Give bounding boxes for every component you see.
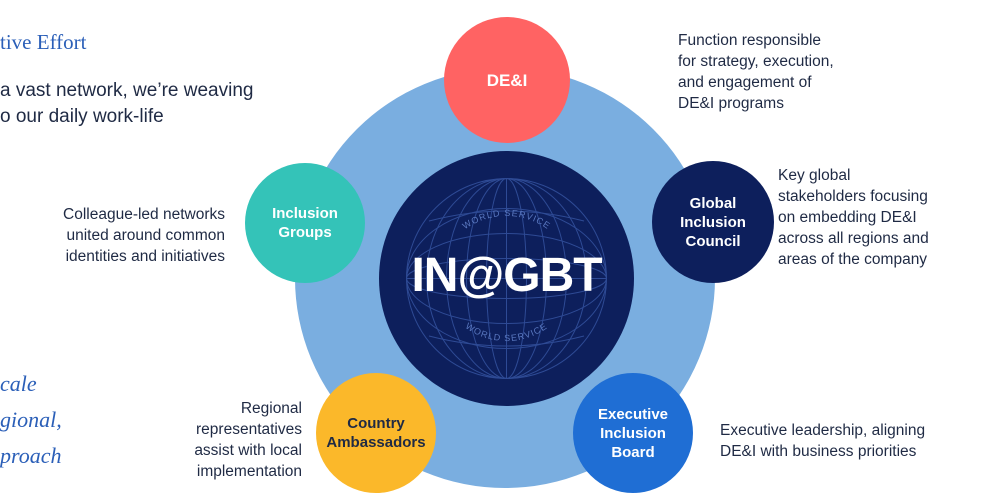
node-executive-inclusion-board: Executive Inclusion Board bbox=[573, 373, 693, 493]
node-label: Inclusion bbox=[272, 205, 338, 222]
node-dei: DE&I bbox=[444, 17, 570, 143]
description-line: Key global bbox=[778, 167, 851, 184]
description-global-inclusion-council: Key global stakeholders focusing on embe… bbox=[778, 165, 929, 270]
node-label: Inclusion bbox=[600, 424, 666, 442]
node-label: Inclusion bbox=[680, 213, 746, 231]
description-line: DE&I with business priorities bbox=[720, 443, 917, 460]
description-line: DE&I programs bbox=[678, 95, 784, 112]
node-label: Country bbox=[347, 415, 405, 432]
intro-text: a vast network, we’re weaving o our dail… bbox=[0, 78, 330, 130]
node-inclusion-groups: Inclusion Groups bbox=[245, 163, 365, 283]
description-line: for strategy, execution, bbox=[678, 53, 834, 70]
description-line: stakeholders focusing bbox=[778, 188, 928, 205]
description-executive-inclusion-board: Executive leadership, aligning DE&I with… bbox=[720, 420, 925, 462]
intro-line: a vast network, we’re weaving bbox=[0, 80, 254, 101]
hub-circle: WORLD SERVICE WORLD SERVICE IN@GBT bbox=[379, 151, 634, 406]
node-global-inclusion-council: Global Inclusion Council bbox=[652, 161, 774, 283]
description-line: united around common bbox=[66, 227, 225, 244]
quote-line: cale bbox=[0, 371, 37, 396]
quote-line: gional, bbox=[0, 407, 62, 432]
description-dei: Function responsible for strategy, execu… bbox=[678, 30, 834, 114]
description-line: representatives bbox=[196, 421, 302, 438]
description-line: implementation bbox=[196, 463, 302, 480]
section-heading: tive Effort bbox=[0, 30, 87, 54]
description-line: areas of the company bbox=[778, 251, 928, 268]
node-label: Groups bbox=[278, 224, 332, 241]
description-line: assist with local bbox=[194, 442, 302, 459]
pull-quote: cale gional, proach bbox=[0, 366, 62, 474]
node-country-ambassadors: Country Ambassadors bbox=[316, 373, 436, 493]
node-label: Executive bbox=[597, 405, 669, 423]
description-line: Colleague-led networks bbox=[63, 206, 225, 223]
node-label: DE&I bbox=[486, 70, 528, 90]
hub-label: IN@GBT bbox=[411, 249, 602, 302]
description-inclusion-groups: Colleague-led networks united around com… bbox=[30, 204, 225, 267]
intro-line: o our daily work-life bbox=[0, 106, 164, 127]
description-line: Regional bbox=[240, 400, 302, 417]
quote-line: proach bbox=[0, 443, 62, 468]
description-line: across all regions and bbox=[778, 230, 929, 247]
description-country-ambassadors: Regional representatives assist with loc… bbox=[150, 398, 302, 482]
node-label: Ambassadors bbox=[326, 434, 426, 451]
description-line: on embedding DE&I bbox=[778, 209, 917, 226]
description-line: identities and initiatives bbox=[65, 248, 225, 265]
description-line: Executive leadership, aligning bbox=[720, 422, 926, 439]
node-label: Council bbox=[685, 232, 741, 250]
globe-emblem-icon: WORLD SERVICE WORLD SERVICE bbox=[406, 178, 607, 379]
description-line: Function responsible bbox=[678, 32, 822, 49]
node-label: Board bbox=[611, 443, 655, 461]
node-label: Global bbox=[689, 194, 737, 212]
description-line: and engagement of bbox=[678, 74, 812, 91]
